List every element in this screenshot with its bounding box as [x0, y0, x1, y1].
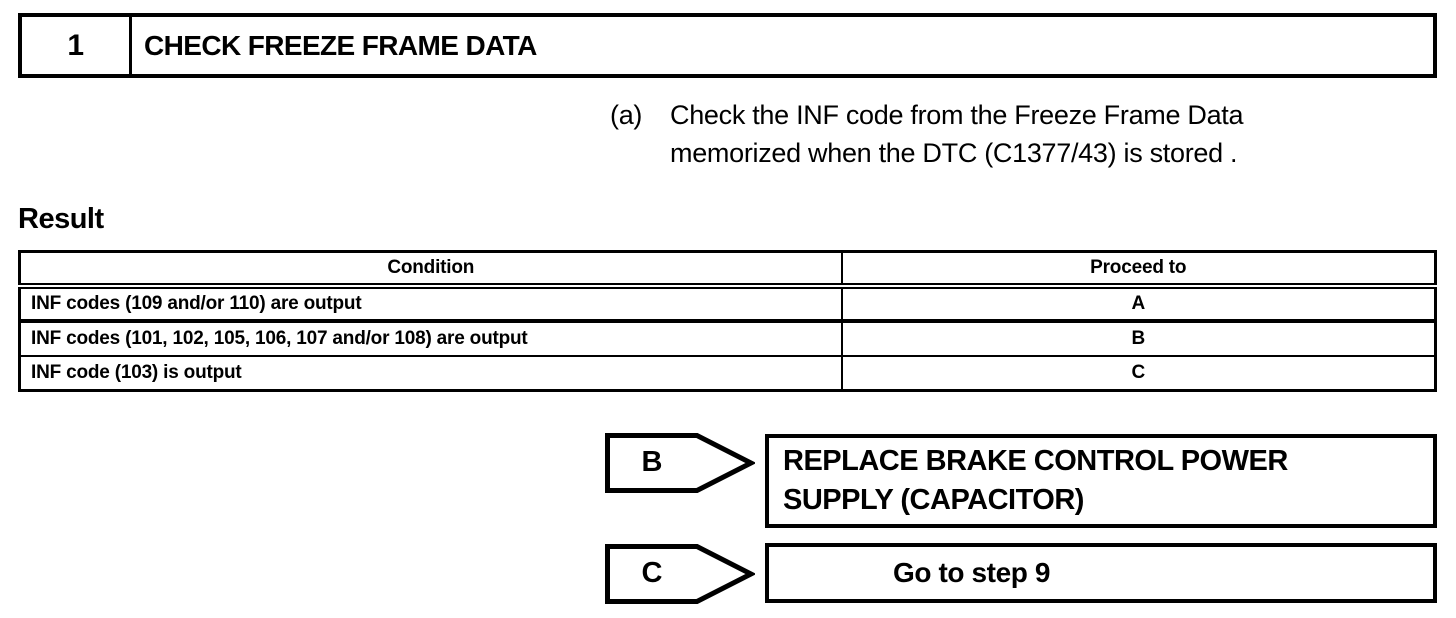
directive-action-box-c: Go to step 9	[765, 543, 1437, 603]
column-header-proceed-to: Proceed to	[840, 250, 1437, 289]
directive-arrow-b: B	[605, 433, 755, 493]
step-number-cell: 1	[22, 17, 132, 74]
instruction-text: Check the INF code from the Freeze Frame…	[670, 100, 1244, 168]
arrow-right-icon	[605, 433, 755, 493]
instruction-marker: (a)	[610, 100, 643, 130]
directive-action-text: Go to step 9	[893, 557, 1050, 588]
directive-label: C	[641, 557, 663, 589]
condition-cell: INF codes (101, 102, 105, 106, 107 and/o…	[18, 319, 843, 357]
step-title: CHECK FREEZE FRAME DATA	[144, 29, 537, 61]
table-row: INF codes (109 and/or 110) are output A	[18, 284, 1437, 323]
step-number: 1	[67, 28, 84, 62]
condition-cell: INF codes (109 and/or 110) are output	[18, 284, 843, 323]
proceed-to-cell: B	[840, 319, 1437, 357]
proceed-to-cell: A	[840, 284, 1437, 323]
table-row: INF code (103) is output C	[18, 354, 1437, 392]
step-header: 1 CHECK FREEZE FRAME DATA	[18, 13, 1437, 78]
directive-label: B	[641, 446, 663, 478]
result-table-wrap: Condition Proceed to INF codes (109 and/…	[18, 250, 1437, 392]
directive-action-box-b: REPLACE BRAKE CONTROL POWER SUPPLY (CAPA…	[765, 434, 1437, 528]
table-row: INF codes (101, 102, 105, 106, 107 and/o…	[18, 319, 1437, 357]
table-header-row: Condition Proceed to	[18, 250, 1437, 289]
result-table: Condition Proceed to INF codes (109 and/…	[18, 250, 1437, 392]
arrow-right-icon	[605, 544, 755, 604]
step-title-cell: CHECK FREEZE FRAME DATA	[132, 17, 1433, 74]
condition-cell: INF code (103) is output	[18, 354, 843, 392]
result-heading: Result	[18, 203, 104, 235]
directive-arrow-c: C	[605, 544, 755, 604]
proceed-to-cell: C	[840, 354, 1437, 392]
instruction-paragraph: (a) Check the INF code from the Freeze F…	[610, 96, 1320, 172]
column-header-condition: Condition	[18, 250, 843, 289]
